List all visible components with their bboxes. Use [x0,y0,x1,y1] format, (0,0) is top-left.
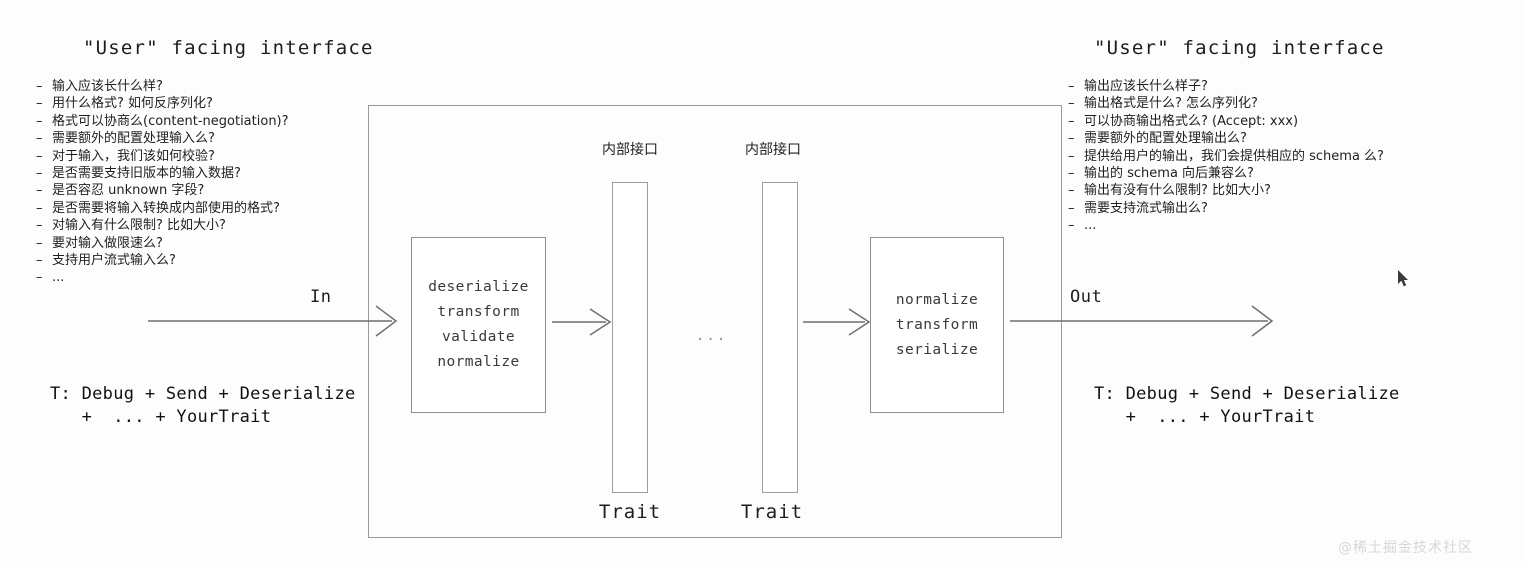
bullet-dash-icon: – [36,200,43,216]
output-stage-box: normalize transform serialize [870,237,1004,413]
input-stage-operation: deserialize [428,279,529,295]
right-question-item: –提供给用户的输出，我们会提供相应的 schema 么? [1068,148,1384,165]
bullet-dash-icon: – [1068,200,1075,216]
left-question-item: –对输入有什么限制? 比如大小? [36,217,289,234]
input-stage-operation: normalize [437,354,520,370]
bullet-dash-icon: – [36,96,43,112]
left-question-item-label: 需要额外的配置处理输入么? [52,131,215,147]
bullet-dash-icon: – [36,131,43,147]
left-panel-title: "User" facing interface [83,37,374,59]
output-stage-operation: normalize [895,291,979,308]
out-label: Out [1070,287,1103,307]
right-question-item-label: 需要支持流式输出么? [1084,200,1208,216]
right-questions-list: –输出应该长什么样子?–输出格式是什么? 怎么序列化?–可以协商输出格式么? (… [1068,78,1384,235]
left-question-item-label: 格式可以协商么(content-negotiation)? [52,113,289,129]
trait-2-header: 内部接口 [745,142,801,158]
right-panel-title: "User" facing interface [1094,37,1385,59]
bullet-dash-icon: – [36,252,43,268]
left-question-item: –用什么格式? 如何反序列化? [36,95,289,112]
bullet-dash-icon: – [36,270,43,286]
bullet-dash-icon: – [1068,183,1075,199]
right-question-item: –输出应该长什么样子? [1068,78,1384,95]
output-stage-operation: transform [895,316,979,333]
left-question-item: –需要额外的配置处理输入么? [36,130,289,147]
left-question-item-label: 输入应该长什么样? [52,79,163,94]
bullet-dash-icon: – [1068,113,1075,129]
bullet-dash-icon: – [1068,79,1075,94]
right-question-item-label: 输出有没有什么限制? 比如大小? [1084,183,1271,199]
left-question-item: –格式可以协商么(content-negotiation)? [36,113,289,130]
trait-1-header: 内部接口 [602,142,658,158]
bullet-dash-icon: – [36,165,43,181]
bullet-dash-icon: – [1068,131,1075,147]
input-stage-box: deserialize transform validate normalize [411,237,546,413]
right-question-item-label: 需要额外的配置处理输出么? [1084,131,1247,147]
left-question-item-label: 支持用户流式输入么? [52,252,176,268]
left-trait-bound-line2: + ... + YourTrait [50,407,272,427]
right-question-item-label: 输出应该长什么样子? [1084,79,1208,94]
bullet-dash-icon: – [1068,148,1075,164]
left-question-item-label: 对输入有什么限制? 比如大小? [52,218,226,234]
right-question-item-label: 输出格式是什么? 怎么序列化? [1084,96,1258,112]
left-question-item: –是否需要支持旧版本的输入数据? [36,165,289,182]
left-question-item-label: 是否容忍 unknown 字段? [52,183,205,199]
in-arrow [148,305,398,337]
middle-ellipsis: ... [696,328,728,344]
bullet-dash-icon: – [36,235,43,251]
mouse-cursor [1398,270,1408,287]
input-stage-operation: validate [441,329,516,345]
right-question-item-label: ... [1084,218,1097,234]
left-question-item-label: 要对输入做限速么? [52,235,163,251]
right-question-item: –输出有没有什么限制? 比如大小? [1068,182,1384,199]
right-question-item: –需要支持流式输出么? [1068,200,1384,217]
right-question-item: –可以协商输出格式么? (Accept: xxx) [1068,113,1384,130]
right-question-item-label: 可以协商输出格式么? (Accept: xxx) [1084,113,1299,129]
left-question-item-label: ... [52,270,65,286]
output-stage-operation: serialize [895,341,979,358]
left-question-item: –... [36,269,289,286]
left-trait-bound-line1: T: Debug + Send + Deserialize [50,384,356,404]
input-to-trait-arrow [552,308,612,336]
bullet-dash-icon: – [36,148,43,164]
bullet-dash-icon: – [36,79,43,94]
trait-to-output-arrow [803,308,871,336]
left-question-item-label: 用什么格式? 如何反序列化? [52,96,213,112]
right-question-item: –输出的 schema 向后兼容么? [1068,165,1384,182]
left-question-item: –输入应该长什么样? [36,78,289,95]
left-question-item-label: 是否需要将输入转换成内部使用的格式? [52,200,280,216]
left-question-item-label: 对于输入，我们该如何校验? [52,148,215,164]
right-question-item-label: 提供给用户的输出，我们会提供相应的 schema 么? [1084,148,1384,164]
left-question-item: –是否需要将输入转换成内部使用的格式? [36,200,289,217]
right-question-item-label: 输出的 schema 向后兼容么? [1084,165,1254,181]
left-question-item: –支持用户流式输入么? [36,252,289,269]
out-arrow [1010,305,1274,337]
bullet-dash-icon: – [1068,165,1075,181]
left-question-item-label: 是否需要支持旧版本的输入数据? [52,165,241,181]
bullet-dash-icon: – [36,183,43,199]
input-stage-operation: transform [437,304,520,320]
right-trait-bound-line2: + ... + YourTrait [1094,407,1316,427]
right-trait-bound-line1: T: Debug + Send + Deserialize [1094,384,1400,404]
left-questions-list: –输入应该长什么样?–用什么格式? 如何反序列化?–格式可以协商么(conten… [36,78,289,287]
bullet-dash-icon: – [36,113,43,129]
right-question-item: –... [1068,217,1384,234]
bullet-dash-icon: – [36,218,43,234]
trait-1-bar [612,182,648,493]
left-question-item: –是否容忍 unknown 字段? [36,182,289,199]
left-question-item: –要对输入做限速么? [36,235,289,252]
right-question-item: –需要额外的配置处理输出么? [1068,130,1384,147]
left-question-item: –对于输入，我们该如何校验? [36,148,289,165]
bullet-dash-icon: – [1068,218,1075,234]
right-question-item: –输出格式是什么? 怎么序列化? [1068,95,1384,112]
trait-2-bar [762,182,798,493]
trait-2-label: Trait [740,501,804,523]
trait-1-label: Trait [598,501,662,523]
watermark: @稀土掘金技术社区 [1338,540,1473,556]
bullet-dash-icon: – [1068,96,1075,112]
in-label: In [310,287,332,307]
